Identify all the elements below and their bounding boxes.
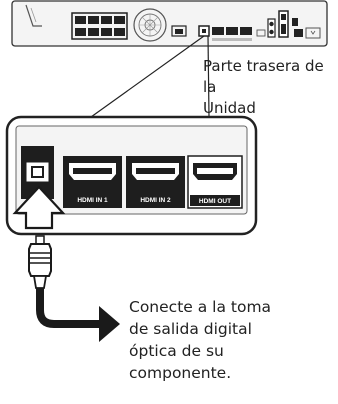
hdmi-in-1-label: HDMI IN 1 bbox=[77, 197, 108, 204]
antenna-connector-icon bbox=[25, 4, 42, 27]
zoom-leader-lines bbox=[90, 35, 210, 118]
hdmi-ports-small bbox=[212, 27, 252, 41]
right-arrow-icon bbox=[99, 306, 120, 342]
unit-rear-panel bbox=[11, 0, 328, 47]
hdmi-in-1-port: HDMI IN 1 bbox=[63, 156, 122, 208]
hdmi-out-label: HDMI OUT bbox=[199, 198, 231, 205]
rca-jacks bbox=[267, 10, 289, 38]
speaker-terminals bbox=[71, 12, 128, 40]
cooling-fan-icon bbox=[133, 8, 167, 42]
enlarged-port-panel: HDMI IN 1 HDMI IN 2 HDMI OUT bbox=[5, 115, 258, 236]
up-arrow-icon bbox=[12, 185, 66, 230]
hdmi-in-2-port: HDMI IN 2 bbox=[126, 156, 185, 208]
hdmi-out-port: HDMI OUT bbox=[187, 155, 243, 209]
rear-panel-label: Parte trasera de la Unidad bbox=[203, 57, 324, 117]
connect-instruction-text: Conecte a la toma de salida digital ópti… bbox=[129, 298, 272, 382]
lan-port-icon bbox=[171, 25, 187, 37]
optical-cable bbox=[36, 288, 100, 328]
optical-plug-icon bbox=[28, 235, 52, 289]
hdmi-in-2-label: HDMI IN 2 bbox=[140, 197, 171, 204]
